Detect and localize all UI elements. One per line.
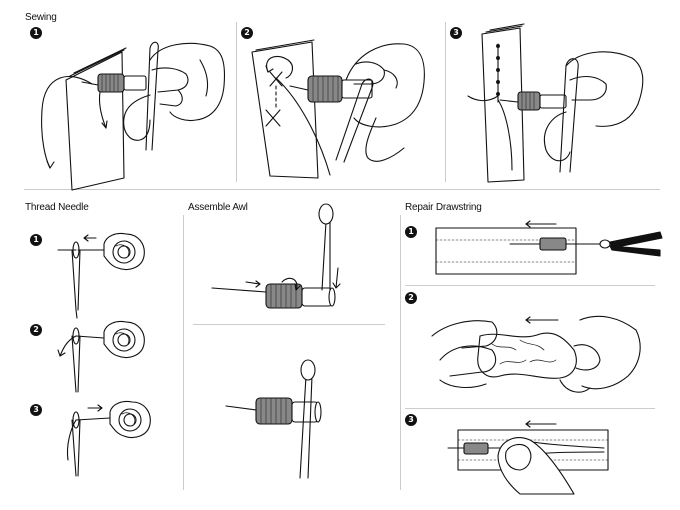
sewing-step-1-badge: 1 (30, 27, 42, 39)
drawstring-step-3-illustration (447, 420, 609, 495)
sewing-step-3-badge: 3 (450, 27, 462, 39)
section-title-repair-drawstring: Repair Drawstring (405, 202, 482, 213)
thread-step-2-badge: 2 (30, 324, 42, 336)
drawstring-step-1-illustration (435, 220, 663, 275)
assemble-awl-step-2-illustration (225, 359, 322, 479)
divider-sewing-2-3 (445, 22, 446, 182)
divider-sewing-1-2 (236, 22, 237, 182)
section-title-thread-needle: Thread Needle (25, 202, 89, 213)
divider-thread-awl (183, 215, 184, 490)
thread-step-3-badge: 3 (30, 404, 42, 416)
drawstring-step-2-badge: 2 (405, 292, 417, 304)
thread-step-1-badge: 1 (30, 234, 42, 246)
divider-awl-drawstring (400, 215, 401, 490)
divider-drawstring-2-3 (405, 408, 655, 409)
sewing-step-3-illustration (467, 23, 644, 183)
section-title-assemble-awl: Assemble Awl (188, 202, 248, 213)
sewing-step-1-illustration (41, 41, 226, 191)
divider-awl-steps (193, 324, 385, 325)
section-title-sewing: Sewing (25, 12, 57, 23)
sewing-step-2-badge: 2 (241, 27, 253, 39)
divider-drawstring-1-2 (405, 285, 655, 286)
assemble-awl-step-1-illustration (211, 203, 341, 309)
thread-needle-step-1-illustration (57, 232, 145, 319)
drawstring-step-2-illustration (431, 315, 641, 393)
divider-horizontal (24, 189, 660, 190)
thread-needle-step-3-illustration (66, 400, 151, 477)
sewing-step-2-illustration (251, 39, 425, 179)
drawstring-step-1-badge: 1 (405, 226, 417, 238)
thread-needle-step-2-illustration (57, 320, 145, 393)
drawstring-step-3-badge: 3 (405, 414, 417, 426)
